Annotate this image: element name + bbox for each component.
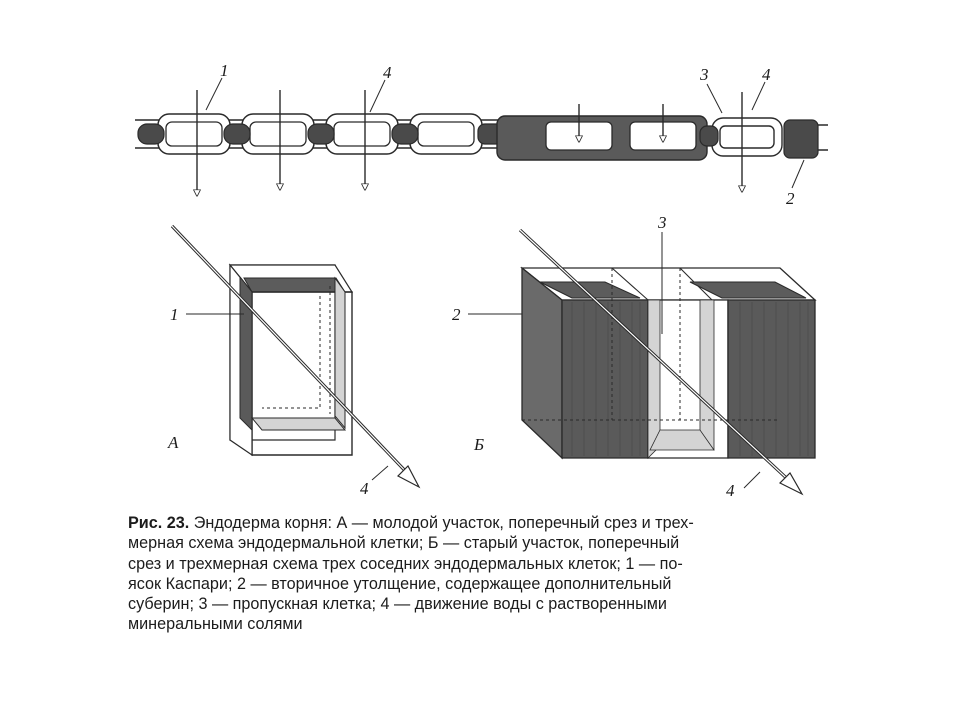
- figure-caption: Рис. 23. Эндодерма корня: А — молодой уч…: [128, 513, 830, 635]
- caption-line-2: мерная схема эндодермальной клетки; Б — …: [128, 534, 680, 553]
- label-casparian-band-a: 1: [170, 305, 179, 324]
- cross-section-old: [496, 81, 828, 192]
- caption-line-1-text: Эндодерма корня: А — молодой участок, по…: [189, 514, 694, 532]
- label-casparian-band-top-a: 1: [220, 61, 229, 80]
- caption-line-4: ясок Каспари; 2 — вторичное утолщение, с…: [128, 574, 672, 593]
- label-passage-cell-top-b: 3: [699, 65, 709, 84]
- caption-line-6: минеральными солями: [128, 615, 303, 634]
- old-cells-3d: [468, 228, 817, 496]
- label-panel-b: Б: [473, 435, 484, 454]
- young-cell-3d: [170, 224, 421, 489]
- label-secondary-thickening-top-b: 2: [786, 189, 795, 208]
- label-water-flow-b: 4: [726, 481, 735, 500]
- label-secondary-thickening-b: 2: [452, 305, 461, 324]
- caption-figure-number: Рис. 23.: [128, 514, 190, 532]
- label-panel-a: А: [167, 433, 179, 452]
- caption-line-3: срез и трехмерная схема трех соседних эн…: [128, 554, 683, 573]
- label-water-flow-a: 4: [360, 479, 369, 498]
- cross-section-young: [135, 77, 520, 196]
- label-water-flow-top-a: 4: [383, 63, 392, 82]
- caption-line-5: суберин; 3 — пропускная клетка; 4 — движ…: [128, 595, 667, 614]
- label-passage-cell-b: 3: [657, 213, 667, 232]
- label-water-flow-top-b: 4: [762, 65, 771, 84]
- caption-line-1: Рис. 23. Эндодерма корня: А — молодой уч…: [128, 513, 830, 533]
